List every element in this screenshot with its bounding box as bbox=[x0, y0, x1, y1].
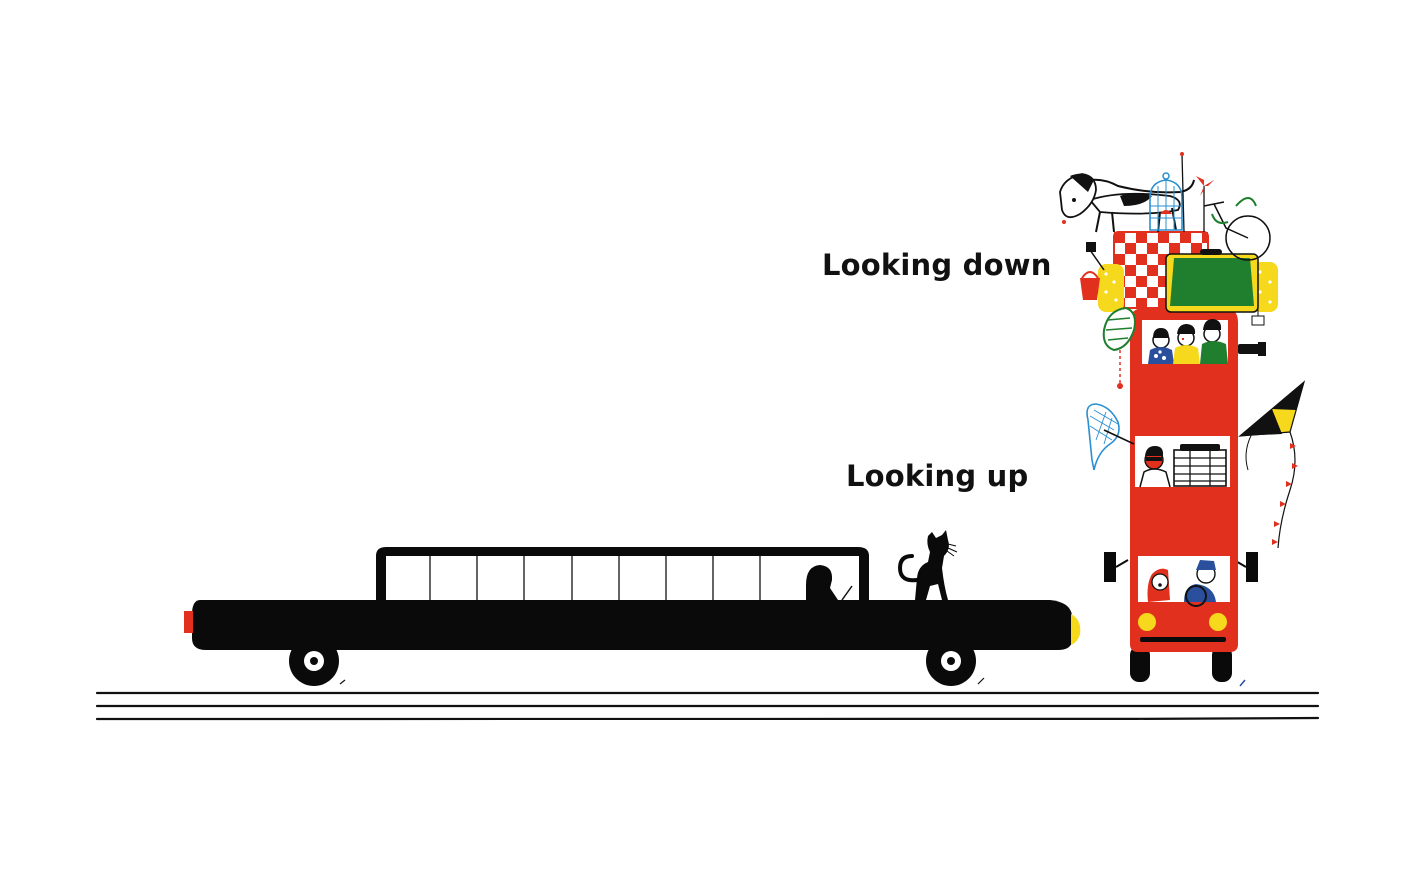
lower-passengers bbox=[1147, 560, 1216, 607]
limo-wheel-rear bbox=[289, 636, 339, 686]
limo-wheel-front bbox=[926, 636, 976, 686]
bus-bumper bbox=[1140, 637, 1226, 642]
caption-looking-up: Looking up bbox=[846, 459, 1029, 493]
green-suitcase bbox=[1165, 249, 1259, 313]
middle-passengers bbox=[1139, 444, 1227, 488]
limo-window-dividers bbox=[429, 556, 761, 600]
limo-body bbox=[192, 600, 1072, 650]
birdcage-icon bbox=[1149, 172, 1183, 231]
caption-looking-down: Looking down bbox=[822, 248, 1052, 282]
antenna bbox=[1181, 153, 1185, 233]
bus-wheel-right bbox=[1212, 646, 1232, 682]
limo-steering bbox=[841, 585, 853, 601]
luggage-tag bbox=[1251, 306, 1265, 326]
bus-mirror-left bbox=[1104, 552, 1116, 582]
bus-headlight-right bbox=[1209, 613, 1227, 631]
limo-head-light bbox=[1071, 614, 1081, 645]
luggage-stack bbox=[1173, 449, 1227, 487]
bicycle-icon bbox=[1203, 197, 1271, 261]
bus-mirror-right bbox=[1246, 552, 1258, 582]
limo-window-strip bbox=[386, 556, 859, 600]
limousine-icon bbox=[184, 547, 1081, 686]
bucket-icon bbox=[1080, 242, 1105, 300]
pinwheel-icon bbox=[1196, 176, 1214, 232]
yellow-bag bbox=[1098, 262, 1278, 312]
road-line-bottom bbox=[95, 716, 1320, 721]
dog-icon bbox=[1059, 173, 1195, 233]
limo-tail-light bbox=[184, 611, 193, 633]
flashlight-icon bbox=[1238, 342, 1266, 356]
kite-icon bbox=[1238, 380, 1306, 549]
roof-luggage bbox=[1059, 152, 1278, 390]
cat-icon bbox=[897, 530, 958, 600]
bus-wheel-left bbox=[1130, 646, 1150, 682]
limo-driver-silhouette bbox=[806, 565, 838, 600]
bus-headlight-left bbox=[1138, 613, 1156, 631]
road bbox=[95, 691, 1320, 721]
upper-passengers bbox=[1148, 319, 1228, 364]
road-line-top bbox=[95, 691, 1320, 695]
butterfly-net-icon bbox=[1086, 403, 1135, 471]
road-line-middle bbox=[95, 704, 1320, 708]
double-decker-bus-icon bbox=[1104, 308, 1258, 687]
